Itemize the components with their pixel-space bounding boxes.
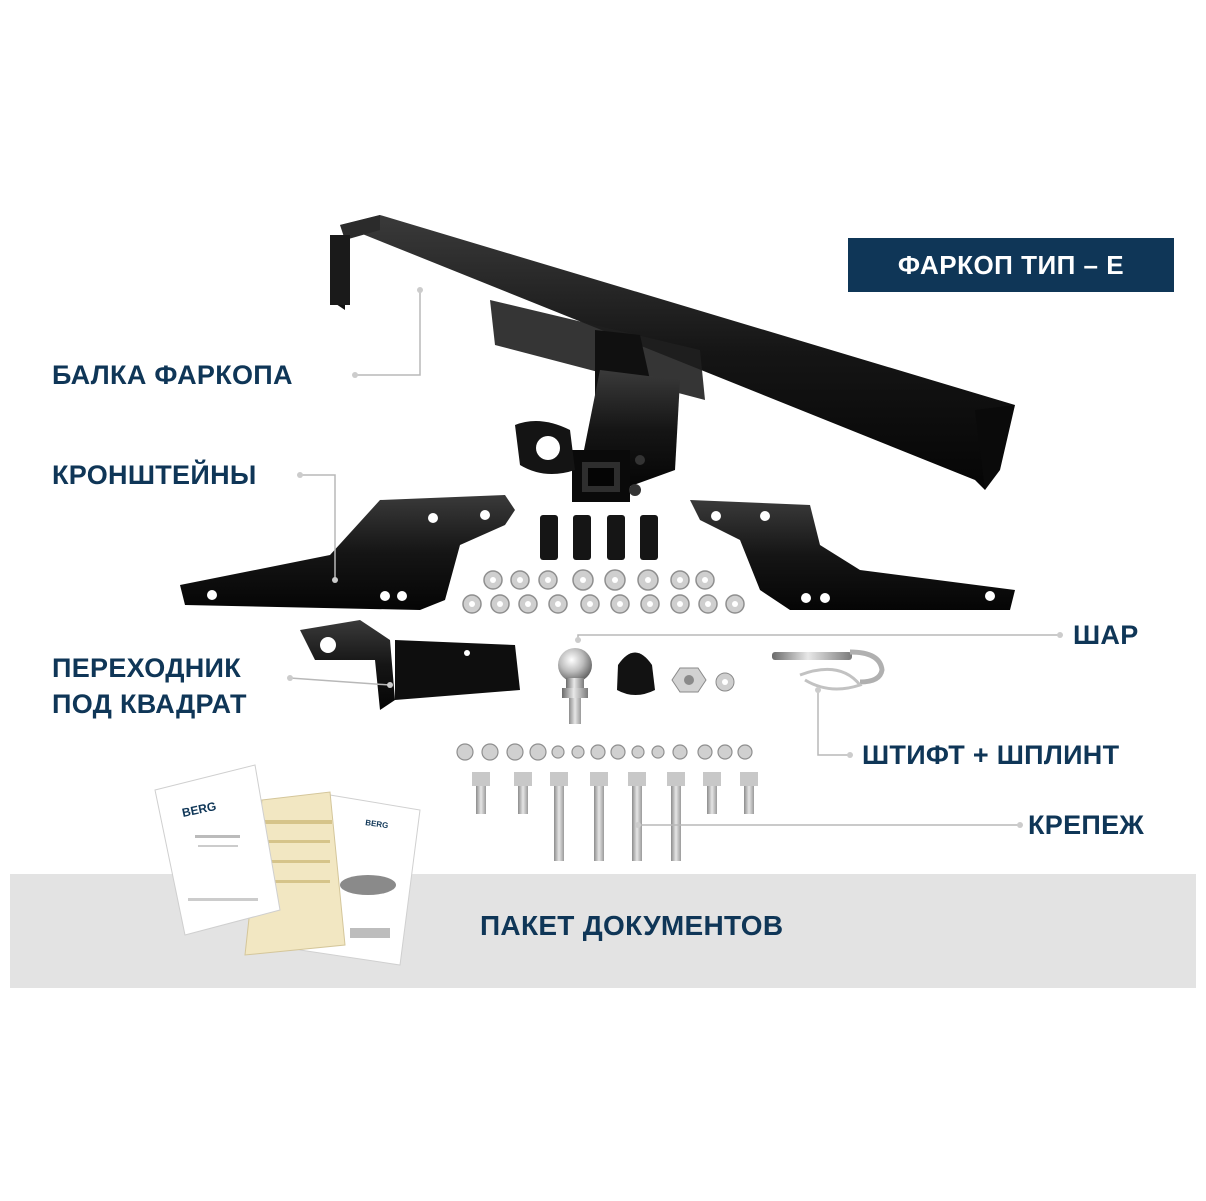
pin-and-clip: [772, 649, 885, 691]
fastener-washers: [456, 743, 753, 761]
label-documents: ПАКЕТ ДОКУМЕНТОВ: [480, 910, 784, 941]
towbar-beam: [330, 215, 1015, 502]
ball-nut: [671, 667, 735, 693]
right-bracket: [690, 500, 1015, 610]
tow-ball: [558, 648, 592, 724]
square-adapter: [300, 620, 520, 710]
label-adapter-line2: ПОД КВАДРАТ: [52, 689, 247, 719]
left-bracket: [180, 495, 515, 610]
label-brackets: КРОНШТЕЙНЫ: [52, 460, 257, 490]
leader-dots: [287, 287, 1063, 828]
label-fasteners: КРЕПЕЖ: [1028, 810, 1145, 840]
label-adapter: ПЕРЕХОДНИК ПОД КВАДРАТ: [52, 650, 247, 722]
label-adapter-line1: ПЕРЕХОДНИК: [52, 653, 242, 683]
document-pack: [154, 764, 421, 966]
label-beam: БАЛКА ФАРКОПА: [52, 360, 293, 390]
spacer-tubes: [540, 515, 658, 560]
washers: [462, 569, 745, 614]
label-ball: ШАР: [1073, 620, 1139, 650]
type-badge: ФАРКОП ТИП – Е: [848, 238, 1174, 292]
label-pin: ШТИФТ + ШПЛИНТ: [862, 740, 1120, 770]
berg-logo-back: BERG: [365, 818, 389, 830]
ball-cap: [617, 652, 655, 695]
type-badge-text: ФАРКОП ТИП – Е: [897, 249, 1125, 280]
fastener-bolts: [472, 772, 758, 861]
svg-text:BERG: BERG: [365, 818, 389, 830]
